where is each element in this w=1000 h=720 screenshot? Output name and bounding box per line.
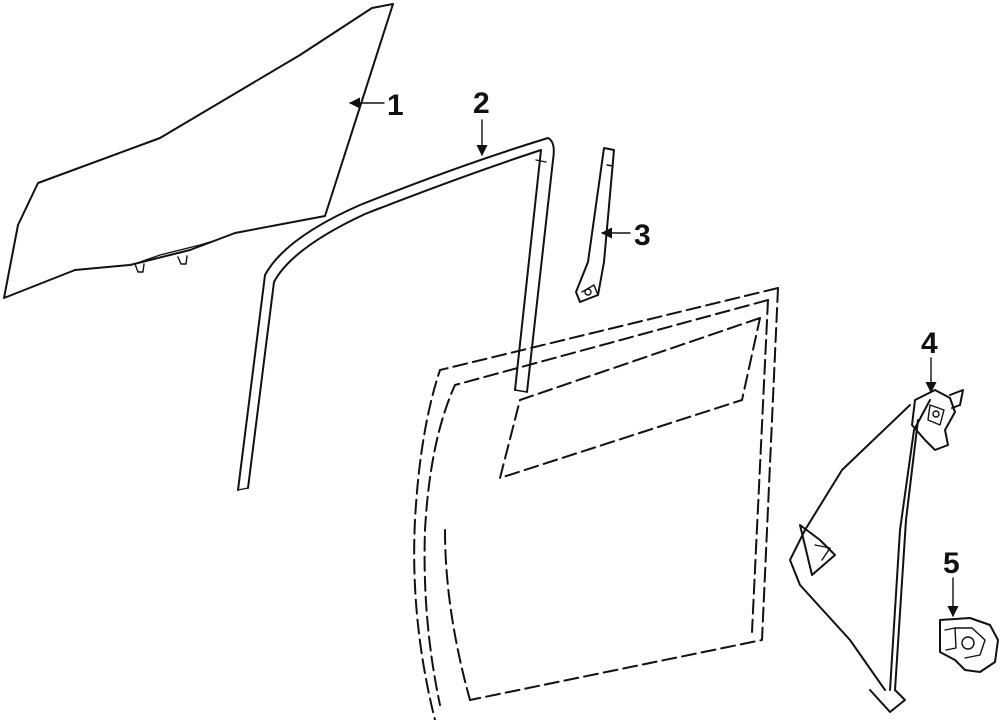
part-rear-run-channel <box>575 147 615 303</box>
part-regulator-motor <box>939 617 999 673</box>
part-door-glass <box>3 3 394 299</box>
part-glass-run-channel <box>237 137 555 491</box>
callout-2-number: 2 <box>473 87 490 120</box>
callout-4-number: 4 <box>921 327 938 360</box>
callout-leaders <box>348 97 959 618</box>
door-shell-outline <box>413 287 779 720</box>
callout-3-number: 3 <box>634 219 651 252</box>
callout-5-number: 5 <box>943 547 960 580</box>
part-window-regulator <box>789 389 964 713</box>
callout-1-number: 1 <box>387 89 404 122</box>
